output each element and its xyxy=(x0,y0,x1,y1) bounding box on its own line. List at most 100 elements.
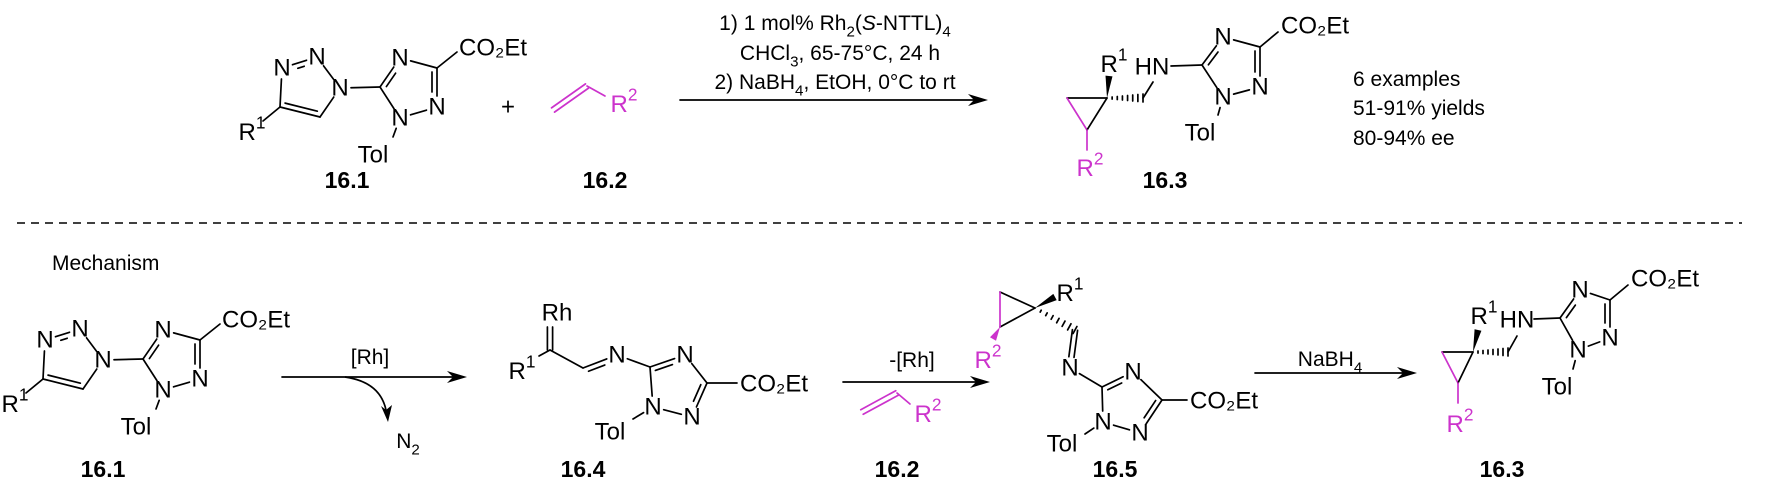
bond xyxy=(319,96,335,118)
double-bond xyxy=(385,72,397,88)
wedge-bond xyxy=(1105,75,1113,98)
bond xyxy=(538,349,551,357)
r1-substituent: R1 xyxy=(1057,273,1084,306)
bond xyxy=(379,86,395,110)
nitrogen-atom: N xyxy=(154,317,171,344)
bond xyxy=(436,51,458,69)
nitrogen-atom: N xyxy=(644,394,661,421)
compound-label-16-4: 16.4 xyxy=(561,456,606,482)
bond xyxy=(113,358,144,361)
bond xyxy=(632,411,645,420)
bond xyxy=(1559,317,1574,342)
nitrogen-atom: N xyxy=(1251,74,1268,101)
bond xyxy=(25,378,44,394)
bond xyxy=(1101,386,1104,412)
r1-substituent: R1 xyxy=(2,384,29,417)
r2-substituent: R2 xyxy=(1447,404,1474,437)
bond xyxy=(999,291,1036,309)
r2-substituent: R2 xyxy=(611,84,638,117)
curved-arrow-n2-loss xyxy=(344,376,392,422)
bond xyxy=(896,392,911,405)
nitrogen-atom: N xyxy=(36,327,53,354)
condition-line-2: CHCl3, 65-75°C, 24 h xyxy=(740,42,940,70)
r1-substituent: R1 xyxy=(509,351,536,384)
step1-byproduct: N2 xyxy=(396,430,420,458)
tolyl-group: Tol xyxy=(595,419,626,446)
nitrogen-atom: N xyxy=(1571,277,1588,304)
compound-label-16-3-top: 16.3 xyxy=(1143,167,1188,193)
hash-bond xyxy=(1039,309,1043,313)
bond xyxy=(586,85,606,97)
bond xyxy=(1086,97,1108,131)
reaction-arrow-top xyxy=(679,94,988,106)
double-bond xyxy=(284,102,319,113)
hash-bond xyxy=(1050,314,1054,321)
amine-nh: HN xyxy=(1135,54,1170,81)
bond xyxy=(42,378,84,390)
bond xyxy=(1170,64,1203,67)
nitrogen-atom: N xyxy=(1214,84,1231,111)
double-bond xyxy=(654,363,674,372)
plus-sign: + xyxy=(501,94,515,121)
bond xyxy=(172,381,191,388)
bond xyxy=(1457,351,1474,384)
double-bond xyxy=(1143,399,1157,419)
arrowhead-icon xyxy=(381,405,392,422)
r1-substituent: R1 xyxy=(1101,44,1128,77)
r1-substituent: R1 xyxy=(1471,296,1498,329)
nitrogen-atom: N xyxy=(191,366,208,393)
hash-bond xyxy=(1061,320,1066,328)
bond xyxy=(1101,375,1124,388)
hash-bond xyxy=(1072,325,1078,335)
reaction-arrow-step3 xyxy=(1254,367,1417,379)
bond xyxy=(1217,106,1221,116)
double-bond xyxy=(1073,329,1079,359)
mechanism-title: Mechanism xyxy=(52,252,159,275)
compound-16-2-bottom: R2 xyxy=(859,389,941,428)
tolyl-group: Tol xyxy=(1542,374,1573,401)
curved-arrow-shaft xyxy=(344,376,387,411)
bond xyxy=(392,127,398,138)
double-bond xyxy=(553,87,590,113)
bond xyxy=(1587,341,1601,347)
result-yields: 51-91% yields xyxy=(1353,97,1485,120)
bond xyxy=(549,349,584,369)
bond xyxy=(409,60,438,69)
double-bond xyxy=(692,383,702,403)
amine-nh: HN xyxy=(1500,307,1535,334)
bond xyxy=(1441,351,1459,384)
bond xyxy=(1142,81,1154,99)
bond xyxy=(1533,317,1561,320)
nitrogen-atom: N xyxy=(1094,409,1111,436)
bond xyxy=(649,357,676,368)
result-examples: 6 examples xyxy=(1353,68,1460,91)
bond xyxy=(291,59,308,66)
condition-line-3: 2) NaBH4, EtOH, 0°C to rt xyxy=(714,71,955,99)
nitrogen-atom: N xyxy=(676,342,693,369)
tolyl-group: Tol xyxy=(1185,120,1216,147)
nitrogen-atom: N xyxy=(428,94,445,121)
compound-label-16-2-bottom: 16.2 xyxy=(875,456,920,482)
bond xyxy=(1232,39,1261,48)
compound-label-16-1-top: 16.1 xyxy=(325,167,370,193)
bond xyxy=(582,358,608,369)
bond xyxy=(1145,399,1163,425)
bond xyxy=(409,109,428,116)
bond xyxy=(172,332,201,341)
nitrogen-atom: N xyxy=(1569,337,1586,364)
double-bond xyxy=(862,394,900,416)
nitrogen-atom: N xyxy=(273,55,290,82)
step2-reagent: -[Rh] xyxy=(889,349,935,372)
bond xyxy=(1078,372,1103,388)
bond xyxy=(1201,44,1218,66)
nitrogen-atom: N xyxy=(391,105,408,132)
nitrogen-atom: N xyxy=(71,316,88,343)
double-bond xyxy=(859,389,897,411)
bond xyxy=(695,382,708,408)
double-bond xyxy=(47,374,82,385)
wedge-bond xyxy=(1473,329,1482,352)
bond xyxy=(350,86,381,89)
